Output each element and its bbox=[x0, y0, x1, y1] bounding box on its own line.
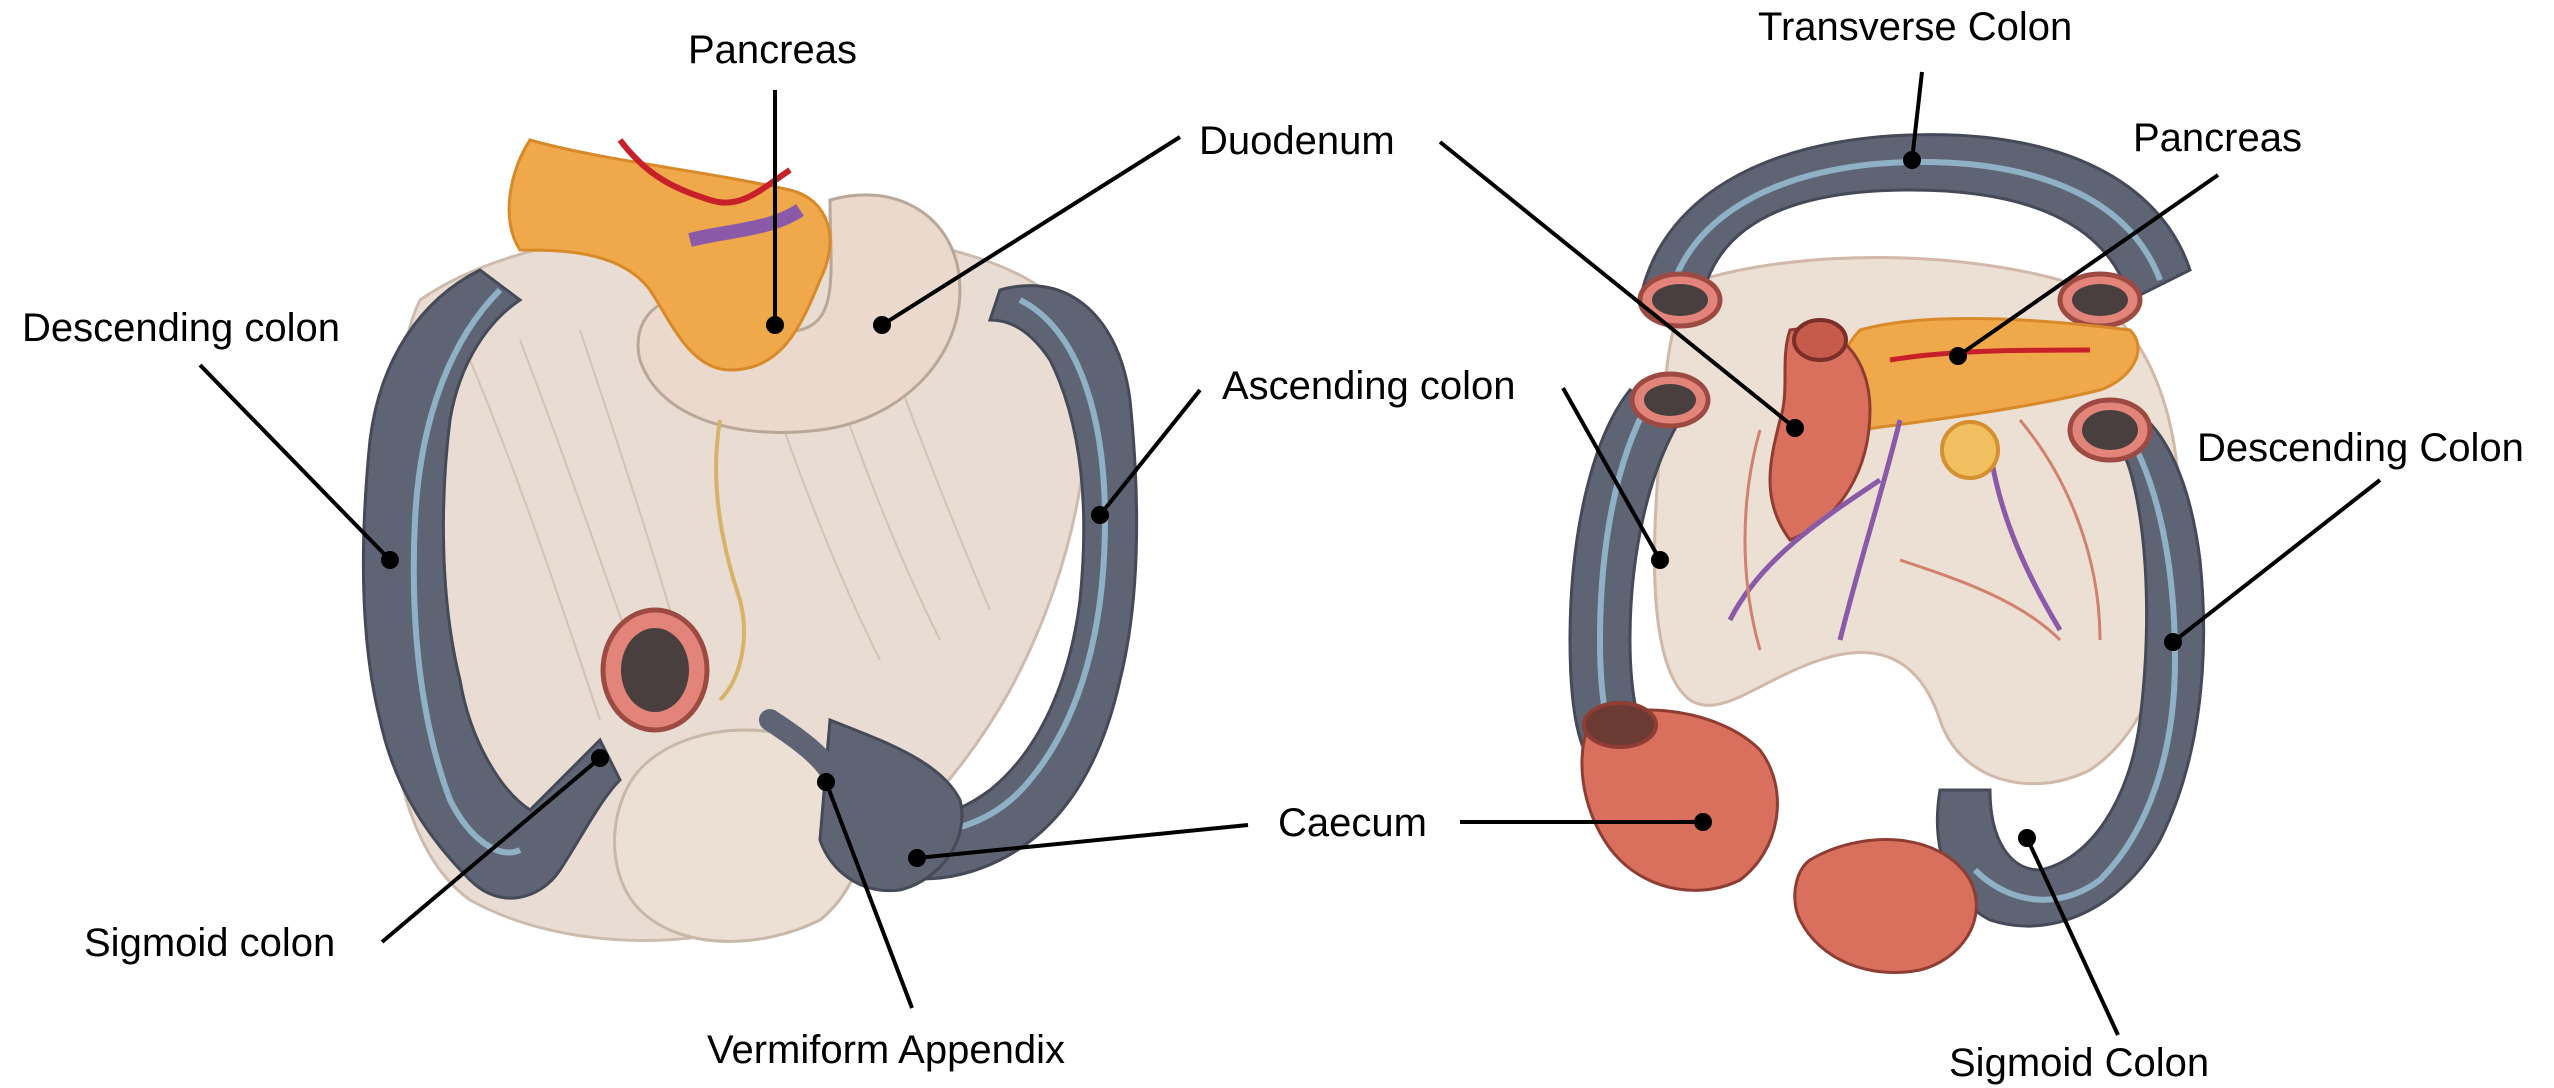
label-left-sigmoid-colon: Sigmoid colon bbox=[84, 919, 335, 967]
dot-left-sigmoid-colon bbox=[591, 749, 609, 767]
label-right-descending-colon: Descending Colon bbox=[2197, 424, 2524, 472]
label-caecum: Caecum bbox=[1278, 799, 1427, 847]
label-duodenum: Duodenum bbox=[1199, 117, 1395, 165]
label-left-descending-colon: Descending colon bbox=[22, 304, 340, 352]
leader-right-descending-colon bbox=[2173, 480, 2380, 642]
dot-right-ascending-colon bbox=[1651, 551, 1669, 569]
right-bowel-cut bbox=[1942, 422, 1998, 478]
dot-left-pancreas bbox=[766, 316, 784, 334]
dot-right-sigmoid-colon bbox=[2018, 829, 2036, 847]
right-rectum-piece bbox=[1795, 840, 1977, 973]
left-specimen bbox=[363, 140, 1136, 941]
dot-left-duodenum bbox=[873, 316, 891, 334]
label-vermiform-appendix: Vermiform Appendix bbox=[707, 1026, 1065, 1074]
dot-right-duodenum bbox=[1786, 419, 1804, 437]
dot-right-pancreas bbox=[1949, 347, 1967, 365]
dot-right-descending-colon bbox=[2164, 633, 2182, 651]
dot-caecum-left bbox=[908, 849, 926, 867]
label-right-pancreas: Pancreas bbox=[2133, 114, 2302, 162]
label-ascending-colon: Ascending colon bbox=[1222, 362, 1516, 410]
dot-left-ascending-colon bbox=[1091, 506, 1109, 524]
dot-left-appendix bbox=[817, 773, 835, 791]
dot-right-transverse-colon bbox=[1903, 151, 1921, 169]
leader-left-descending-colon bbox=[200, 365, 390, 560]
dot-left-descending-colon bbox=[381, 551, 399, 569]
dot-caecum-right bbox=[1694, 813, 1712, 831]
label-transverse-colon: Transverse Colon bbox=[1758, 3, 2072, 51]
label-right-sigmoid-colon: Sigmoid Colon bbox=[1949, 1039, 2209, 1087]
label-left-pancreas: Pancreas bbox=[688, 26, 857, 74]
